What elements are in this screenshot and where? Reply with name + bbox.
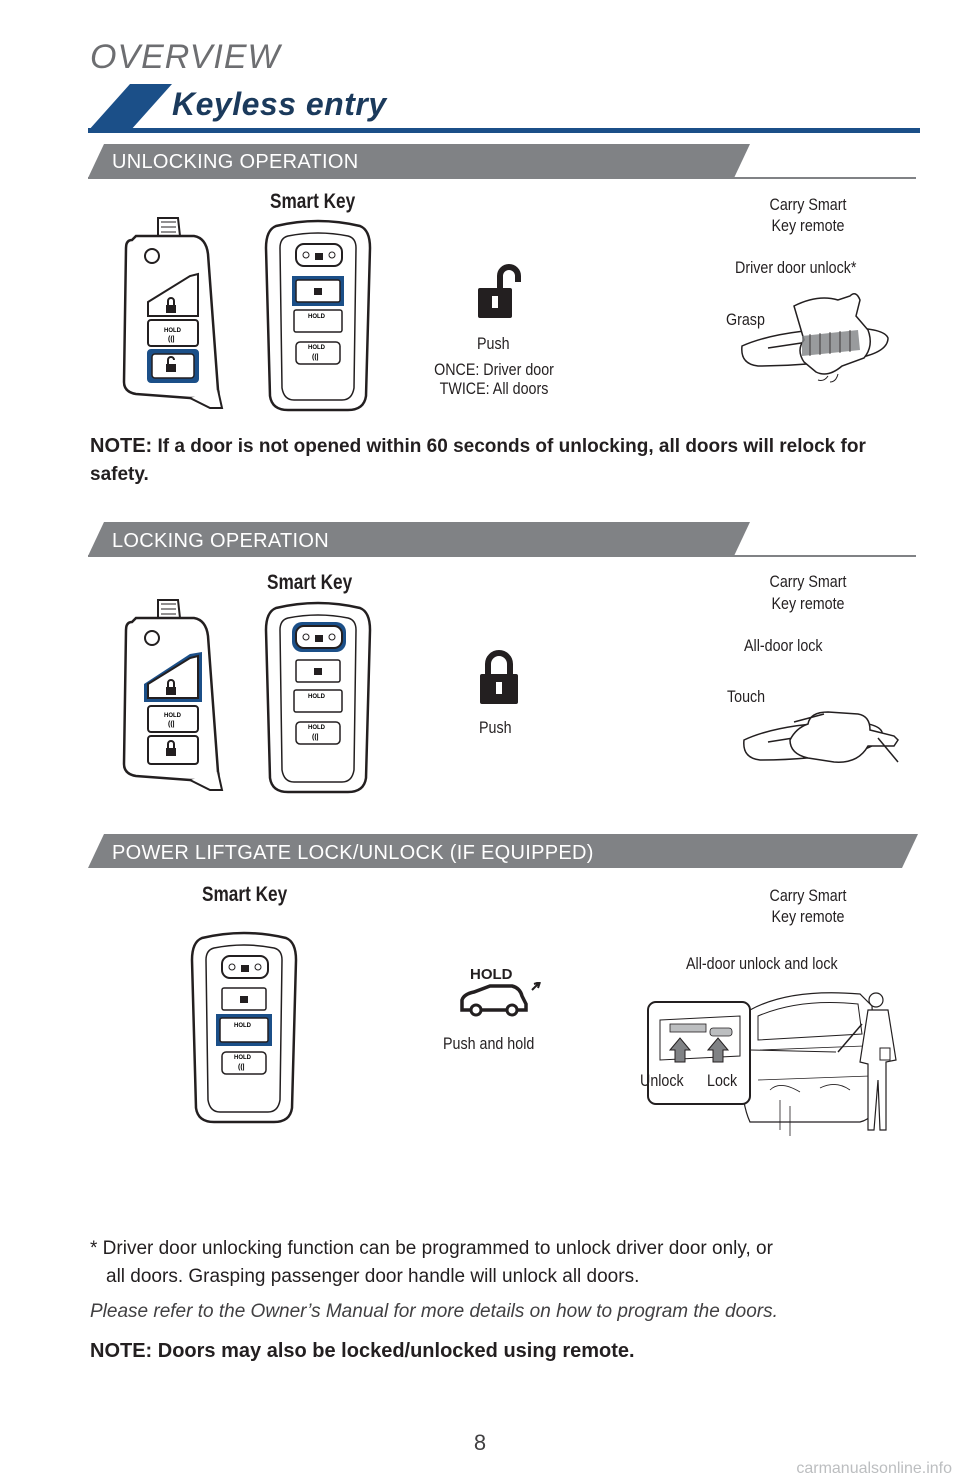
lock-padlock-icon: [480, 650, 518, 704]
touch-label: Touch: [727, 687, 766, 706]
lock-label: Lock: [707, 1071, 738, 1090]
carry-smart-label: Carry Smart: [769, 195, 847, 214]
once-label: ONCE: Driver door: [434, 360, 554, 379]
flip-key-icon: HOLD ((|: [122, 599, 224, 791]
key-remote-label: Key remote: [771, 907, 845, 926]
driver-door-unlock-label: Driver door unlock*: [735, 258, 857, 277]
asterisk-note-line1: * Driver door unlocking function can be …: [90, 1238, 773, 1259]
overview-heading: OVERVIEW: [90, 38, 281, 76]
unlocking-section-bar: [88, 144, 916, 179]
svg-text:HOLD: HOLD: [308, 345, 326, 351]
grasp-label: Grasp: [726, 310, 765, 329]
asterisk-note-line2: all doors. Grasping passenger door handl…: [106, 1266, 640, 1287]
note-label: NOTE:: [90, 435, 153, 457]
door-handle-grasp-icon: [741, 293, 889, 383]
smart-key-label: Smart Key: [270, 190, 356, 213]
smart-key-label: Smart Key: [267, 571, 353, 594]
unlock-label: Unlock: [640, 1071, 684, 1090]
hold-label: HOLD: [470, 966, 513, 983]
twice-label: TWICE: All doors: [439, 379, 549, 398]
locking-section-bar: [88, 522, 916, 557]
all-door-unlock-lock-label: All-door unlock and lock: [686, 954, 838, 973]
svg-text:HOLD: HOLD: [234, 1023, 252, 1029]
key-remote-label: Key remote: [771, 594, 845, 613]
door-handle-touch-icon: [743, 711, 899, 763]
liftgate-car-icon: [460, 982, 541, 1017]
smart-key-icon: HOLD HOLD ((|: [264, 219, 372, 412]
carry-smart-label: Carry Smart: [769, 886, 847, 905]
remote-note: NOTE: Doors may also be locked/unlocked …: [90, 1340, 635, 1362]
liftgate-scene-illustration: [647, 992, 897, 1136]
manual-reference: Please refer to the Owner’s Manual for m…: [90, 1301, 778, 1322]
smart-key-icon: HOLD HOLD ((|: [190, 931, 298, 1124]
smart-key-label: Smart Key: [202, 883, 288, 906]
carry-smart-label: Carry Smart: [769, 572, 847, 591]
push-and-hold-label: Push and hold: [443, 1034, 535, 1053]
unlocking-heading: UNLOCKING OPERATION: [112, 151, 359, 173]
svg-text:((|: ((|: [168, 721, 175, 728]
smart-key-icon: HOLD HOLD ((|: [264, 601, 372, 794]
note-text: If a door is not opened within 60 second…: [90, 436, 866, 485]
all-door-lock-label: All-door lock: [744, 636, 823, 655]
unlocking-note: NOTE: If a door is not opened within 60 …: [90, 432, 920, 489]
page-title: Keyless entry: [172, 86, 387, 122]
svg-text:HOLD: HOLD: [164, 713, 182, 719]
liftgate-heading: POWER LIFTGATE LOCK/UNLOCK (IF EQUIPPED): [112, 842, 594, 864]
flip-key-icon: HOLD ((|: [122, 217, 224, 409]
unlock-padlock-icon: [478, 264, 521, 318]
svg-text:HOLD: HOLD: [234, 1055, 252, 1061]
svg-text:HOLD: HOLD: [164, 328, 182, 334]
push-label: Push: [479, 718, 512, 737]
svg-text:((|: ((|: [238, 1064, 245, 1071]
svg-text:((|: ((|: [312, 354, 319, 361]
key-remote-label: Key remote: [771, 216, 845, 235]
svg-text:HOLD: HOLD: [308, 314, 326, 320]
svg-text:((|: ((|: [312, 734, 319, 741]
svg-text:HOLD: HOLD: [308, 694, 326, 700]
svg-text:((|: ((|: [168, 336, 175, 343]
locking-heading: LOCKING OPERATION: [112, 530, 329, 552]
page-number: 8: [473, 1430, 487, 1455]
push-label: Push: [477, 334, 510, 353]
svg-text:HOLD: HOLD: [308, 725, 326, 731]
watermark: carmanualsonline.info: [796, 1460, 952, 1477]
title-bar: [88, 84, 920, 133]
liftgate-section-bar: [88, 834, 918, 868]
